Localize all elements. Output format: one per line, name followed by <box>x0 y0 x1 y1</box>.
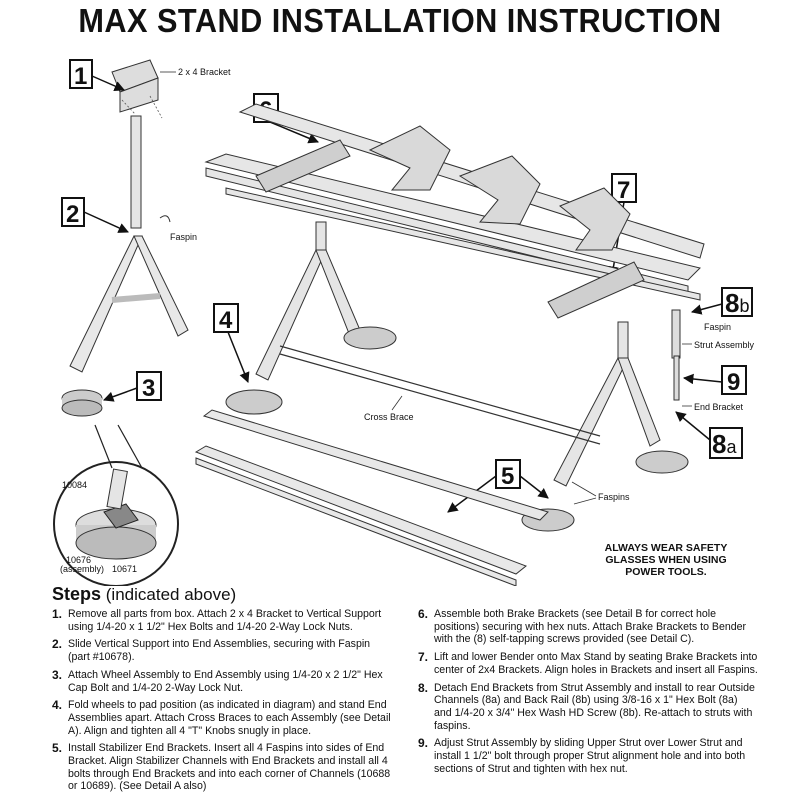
stabilizer-channels <box>194 409 549 586</box>
step-2: 2.Slide Vertical Support into End Assemb… <box>52 637 371 664</box>
step-8: 8.Detach End Brackets from Strut Assembl… <box>418 680 755 732</box>
callout-9: 9 <box>727 369 740 396</box>
callout-7: 7 <box>617 177 630 204</box>
end-assembly-left <box>225 221 397 415</box>
label-cross-brace: Cross Brace <box>364 412 414 422</box>
label-faspin-strut: Faspin <box>704 322 731 332</box>
vertical-support-part <box>130 115 142 229</box>
callout-8a: 8a <box>712 429 737 459</box>
callout-8b: 8b <box>725 288 749 318</box>
end-assembly-part <box>69 235 189 373</box>
bracket-2x4-part <box>111 59 159 113</box>
steps-column-right: 6.Assemble both Brake Brackets (see Deta… <box>418 608 758 780</box>
bender-shoes <box>368 125 631 251</box>
installation-diagram: 2 x 4 Bracket Faspin 10084 10676 (assemb… <box>53 59 755 586</box>
callout-2: 2 <box>66 201 79 228</box>
step-1: 1.Remove all parts from box. Attach 2 x … <box>52 607 382 633</box>
step-5: 5.Install Stabilizer End Brackets. Inser… <box>52 741 391 793</box>
callout-5: 5 <box>501 463 514 490</box>
callout-3: 3 <box>142 375 155 402</box>
label-end-bracket: End Bracket <box>694 402 744 412</box>
label-strut-assembly: Strut Assembly <box>694 340 755 350</box>
safety-notice: ALWAYS WEAR SAFETY GLASSES WHEN USING PO… <box>604 542 728 578</box>
label-faspins: Faspins <box>598 492 630 502</box>
label-10676-note: (assembly) <box>60 564 104 574</box>
label-10084: 10084 <box>62 480 87 490</box>
strut-assembly <box>671 309 681 401</box>
label-faspin: Faspin <box>170 232 197 242</box>
brackets-2x4 <box>255 139 645 319</box>
steps-column-left: 1.Remove all parts from box. Attach 2 x … <box>52 608 392 798</box>
step-7: 7.Lift and lower Bender onto Max Stand b… <box>418 650 758 676</box>
step-6: 6.Assemble both Brake Brackets (see Deta… <box>418 607 747 646</box>
detail-wheel-circle <box>53 461 179 586</box>
steps-heading: Steps (indicated above) <box>52 584 237 604</box>
label-2x4-bracket: 2 x 4 Bracket <box>178 67 231 77</box>
label-10671: 10671 <box>112 564 137 574</box>
callout-4: 4 <box>219 307 233 334</box>
wheel-assembly-part <box>61 389 103 417</box>
step-3: 3.Attach Wheel Assembly to End Assembly … <box>52 667 383 694</box>
label-10676: 10676 <box>66 555 91 565</box>
end-assembly-right <box>521 321 689 532</box>
step-9: 9.Adjust Strut Assembly by sliding Upper… <box>418 736 746 775</box>
page-title: MAX STAND INSTALLATION INSTRUCTION <box>78 2 722 39</box>
callout-1: 1 <box>74 63 87 90</box>
cross-brace <box>279 345 601 445</box>
step-4: 4.Fold wheels to pad position (as indica… <box>52 698 391 737</box>
